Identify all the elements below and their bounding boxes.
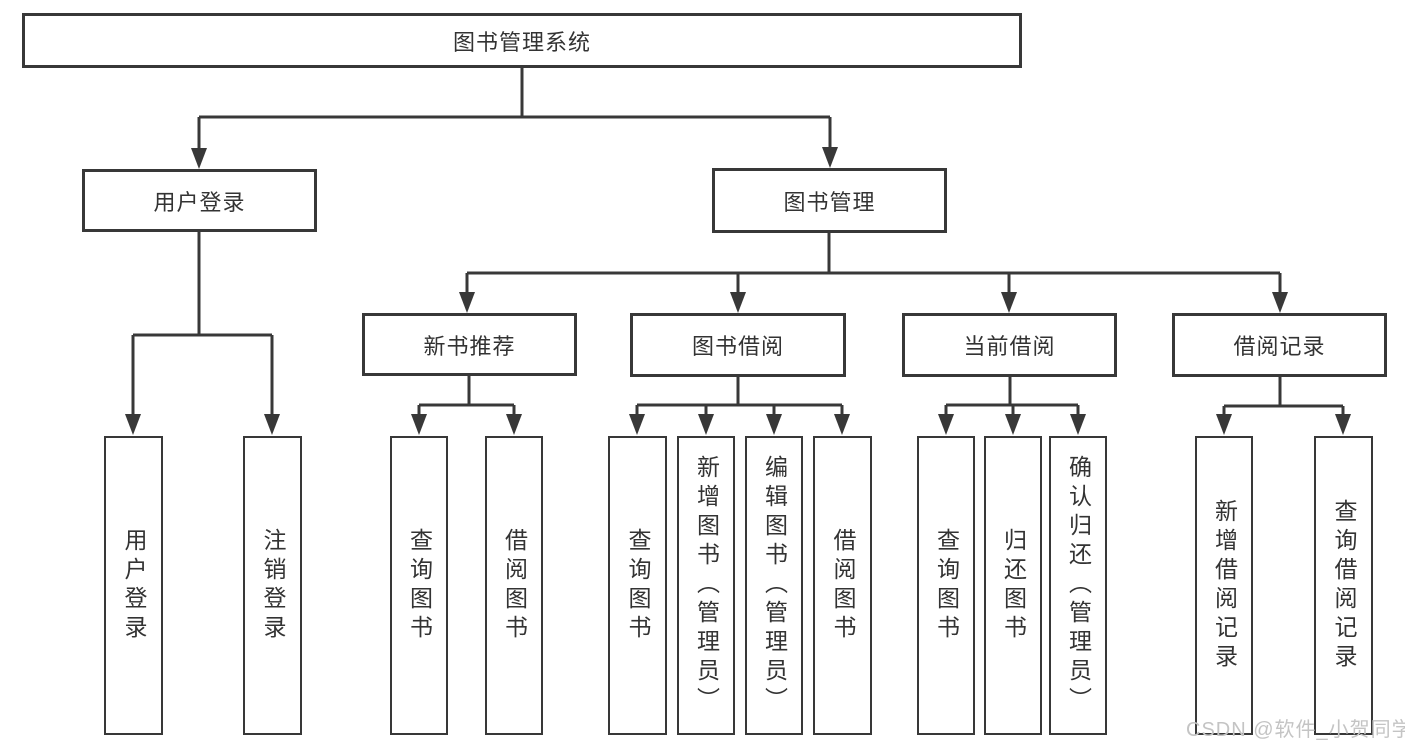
- leaf-cb-confirm-return-admin: 确认归还（管理员）: [1049, 436, 1107, 735]
- leaf-nbr-query-books: 查询图书: [390, 436, 448, 735]
- node-library-system: 图书管理系统: [22, 13, 1022, 68]
- leaf-bb-borrow-books: 借阅图书: [813, 436, 872, 735]
- leaf-bb-query-books: 查询图书: [608, 436, 667, 735]
- leaf-br-query-record: 查询借阅记录: [1314, 436, 1373, 735]
- node-current-borrowing: 当前借阅: [902, 313, 1117, 377]
- leaf-nbr-borrow-books: 借阅图书: [485, 436, 543, 735]
- leaf-cb-query-books: 查询图书: [917, 436, 975, 735]
- node-book-management: 图书管理: [712, 168, 947, 233]
- node-book-borrowing: 图书借阅: [630, 313, 846, 377]
- leaf-cb-return-books: 归还图书: [984, 436, 1042, 735]
- leaf-logout: 注销登录: [243, 436, 302, 735]
- node-new-book-recommend: 新书推荐: [362, 313, 577, 376]
- csdn-watermark: CSDN @软件_小贺同学: [1186, 719, 1405, 741]
- leaf-user-login: 用户登录: [104, 436, 163, 735]
- leaf-br-add-record: 新增借阅记录: [1195, 436, 1253, 735]
- node-user-login-branch: 用户登录: [82, 169, 317, 232]
- node-borrowing-records: 借阅记录: [1172, 313, 1387, 377]
- leaf-bb-add-books-admin: 新增图书（管理员）: [677, 436, 735, 735]
- leaf-bb-edit-books-admin: 编辑图书（管理员）: [745, 436, 803, 735]
